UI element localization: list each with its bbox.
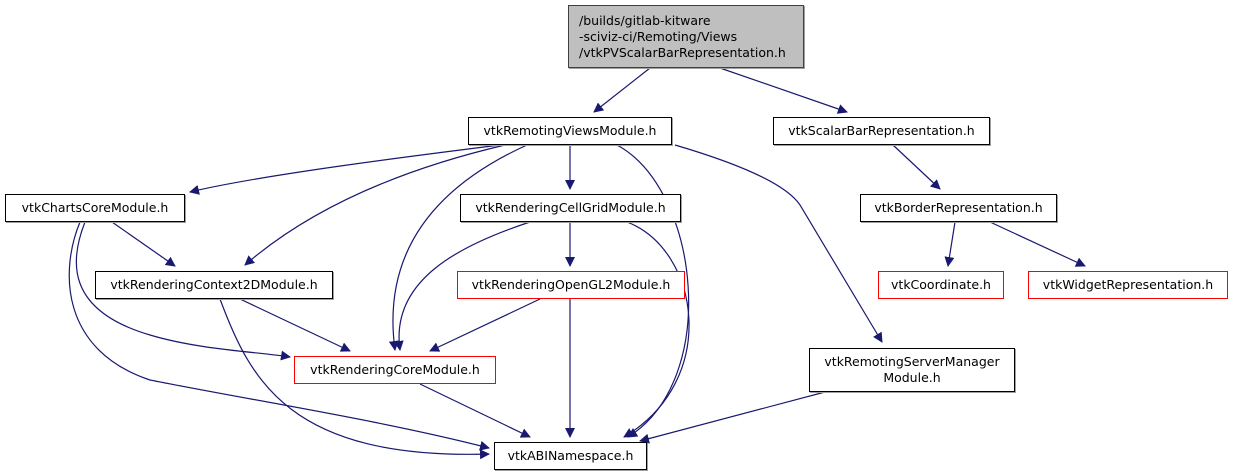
node-root-file[interactable]: /builds/gitlab-kitware -sciviz-ci/Remoti…: [568, 5, 804, 68]
node-label: vtkScalarBarRepresentation.h: [788, 123, 975, 138]
edge-context2D-to-renderingCore: [239, 298, 351, 352]
edge-remotingViews-to-chartsCore: [189, 144, 501, 195]
edge-openGL2-to-renderingCore: [429, 298, 541, 352]
node-label: vtkABINamespace.h: [507, 448, 634, 463]
node-label: vtkRemotingViewsModule.h: [483, 123, 657, 138]
edge-border-to-coordinate: [944, 221, 956, 267]
node-label: vtkRemotingServerManager Module.h: [824, 354, 1000, 385]
node-vtk-border-representation[interactable]: vtkBorderRepresentation.h: [860, 194, 1057, 222]
edge-context2D-to-abiNamespace: [219, 298, 490, 460]
node-label: vtkBorderRepresentation.h: [874, 200, 1043, 215]
node-label: vtkRenderingCoreModule.h: [310, 362, 480, 377]
edge-root-to-scalarBar: [719, 67, 848, 114]
node-vtk-charts-core-module[interactable]: vtkChartsCoreModule.h: [5, 194, 185, 222]
edge-renderingCore-to-abiNamespace: [419, 383, 531, 438]
edge-remotingViews-to-renderingCore: [388, 144, 528, 351]
node-vtk-scalar-bar-representation[interactable]: vtkScalarBarRepresentation.h: [773, 117, 990, 145]
node-label: vtkRenderingCellGridModule.h: [475, 200, 666, 215]
node-label: vtkRenderingContext2DModule.h: [110, 277, 318, 292]
node-vtk-rendering-context2d-module[interactable]: vtkRenderingContext2DModule.h: [95, 271, 333, 299]
node-vtk-coordinate[interactable]: vtkCoordinate.h: [878, 271, 1004, 299]
edge-serverManager-to-abiNamespace: [639, 391, 826, 444]
edge-cellGrid-to-abiNamespace: [623, 221, 690, 438]
node-label: vtkWidgetRepresentation.h: [1042, 277, 1214, 292]
node-vtk-abi-namespace[interactable]: vtkABINamespace.h: [494, 442, 647, 470]
node-vtk-rendering-opengl2-module[interactable]: vtkRenderingOpenGL2Module.h: [457, 271, 685, 299]
edge-border-to-widgetRep: [989, 221, 1086, 267]
edge-cellGrid-to-renderingCore: [393, 221, 531, 351]
node-label: vtkChartsCoreModule.h: [21, 200, 169, 215]
edge-chartsCore-to-renderingCore: [75, 221, 291, 361]
edge-root-to-remotingViews: [593, 67, 651, 113]
node-label: vtkCoordinate.h: [891, 277, 991, 292]
edge-chartsCore-to-context2D: [111, 221, 176, 267]
node-vtk-rendering-cell-grid-module[interactable]: vtkRenderingCellGridModule.h: [460, 194, 681, 222]
node-vtk-remoting-server-manager-module[interactable]: vtkRemotingServerManager Module.h: [809, 348, 1015, 392]
node-vtk-remoting-views-module[interactable]: vtkRemotingViewsModule.h: [468, 117, 672, 145]
node-vtk-rendering-core-module[interactable]: vtkRenderingCoreModule.h: [294, 356, 496, 384]
edge-remotingViews-to-serverManager: [674, 144, 883, 343]
edge-scalarBar-to-border: [892, 144, 941, 190]
node-label: vtkRenderingOpenGL2Module.h: [471, 277, 671, 292]
edge-chartsCore-to-abiNamespace: [68, 221, 490, 451]
edge-remotingViews-to-context2D: [244, 144, 506, 266]
node-label: /builds/gitlab-kitware -sciviz-ci/Remoti…: [579, 12, 786, 60]
node-vtk-widget-representation[interactable]: vtkWidgetRepresentation.h: [1028, 271, 1228, 299]
